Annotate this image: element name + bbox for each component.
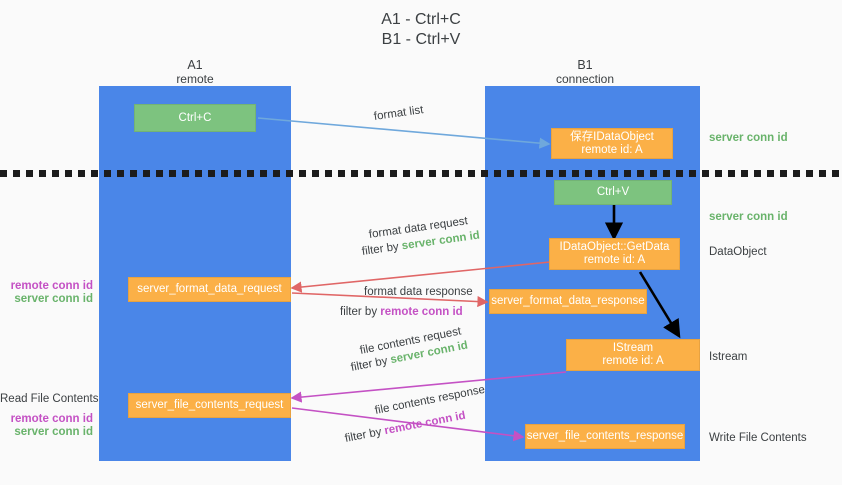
box-server-format-data-request[interactable]: server_format_data_request <box>128 277 291 302</box>
box-idataobject-getdata[interactable]: IDataObject::GetData remote id: A <box>549 238 680 270</box>
label-format-data-response: format data response <box>364 286 473 298</box>
annotation-istream: Istream <box>709 351 748 363</box>
column-left-name: A1 <box>187 58 203 72</box>
annotation-remote-conn-id-1: remote conn id <box>10 280 93 292</box>
box-ctrl-c[interactable]: Ctrl+C <box>134 104 256 132</box>
box-ctrl-v-label: Ctrl+V <box>596 186 630 198</box>
filter-prefix: filter by <box>361 240 403 258</box>
annotation-read-file-contents: Read File Contents <box>0 393 99 405</box>
title-line-2: B1 - Ctrl+V <box>381 31 461 48</box>
box-istream-line2: remote id: A <box>602 355 664 367</box>
annotation-server-conn-id-mid: server conn id <box>709 211 788 223</box>
page-title: A1 - Ctrl+C B1 - Ctrl+V <box>0 10 842 50</box>
filter-prefix: filter by <box>340 306 381 318</box>
column-left-role: remote <box>176 72 214 86</box>
annotation-remote-conn-id-2: remote conn id <box>10 413 93 425</box>
box-server-format-data-request-label: server_format_data_request <box>137 283 282 295</box>
box-istream[interactable]: IStream remote id: A <box>566 339 700 371</box>
label-format-list: format list <box>373 104 425 123</box>
label-format-data-response-filter: filter by remote conn id <box>340 305 463 319</box>
box-server-format-data-response-label: server_format_data_response <box>491 295 645 307</box>
box-server-file-contents-response[interactable]: server_file_contents_response <box>525 424 685 449</box>
filter-value-remote-conn-id: remote conn id <box>380 306 463 318</box>
box-ctrl-v[interactable]: Ctrl+V <box>554 180 672 205</box>
box-server-file-contents-response-label: server_file_contents_response <box>526 430 684 442</box>
phase-divider <box>0 170 842 177</box>
box-save-idataobject-line1: 保存IDataObject <box>570 130 654 143</box>
box-save-idataobject[interactable]: 保存IDataObject remote id: A <box>551 128 673 159</box>
annotation-server-conn-id-1: server conn id <box>14 293 93 305</box>
annotation-dataobject: DataObject <box>709 246 767 258</box>
box-server-format-data-response[interactable]: server_format_data_response <box>489 289 647 314</box>
box-istream-line1: IStream <box>612 342 654 354</box>
annotation-server-conn-id-2: server conn id <box>14 426 93 438</box>
column-right-name: B1 <box>577 58 593 72</box>
filter-prefix: filter by <box>343 425 386 445</box>
annotation-server-conn-id-top: server conn id <box>709 132 788 144</box>
column-header-right: B1 connection <box>485 58 685 86</box>
column-right-role: connection <box>555 72 615 86</box>
column-header-left: A1 remote <box>95 58 295 86</box>
annotation-write-file-contents: Write File Contents <box>709 432 807 444</box>
box-server-file-contents-request-label: server_file_contents_request <box>135 399 284 411</box>
box-ctrl-c-label: Ctrl+C <box>178 111 212 124</box>
filter-prefix: filter by <box>349 354 392 374</box>
box-server-file-contents-request[interactable]: server_file_contents_request <box>128 393 291 418</box>
label-file-contents-response-filter: filter by remote conn id <box>344 409 467 446</box>
box-save-idataobject-line2: remote id: A <box>581 143 643 156</box>
label-file-contents-response: file contents response <box>373 383 486 417</box>
title-line-1: A1 - Ctrl+C <box>381 11 461 28</box>
box-getdata-line1: IDataObject::GetData <box>559 241 670 253</box>
box-getdata-line2: remote id: A <box>583 254 646 266</box>
